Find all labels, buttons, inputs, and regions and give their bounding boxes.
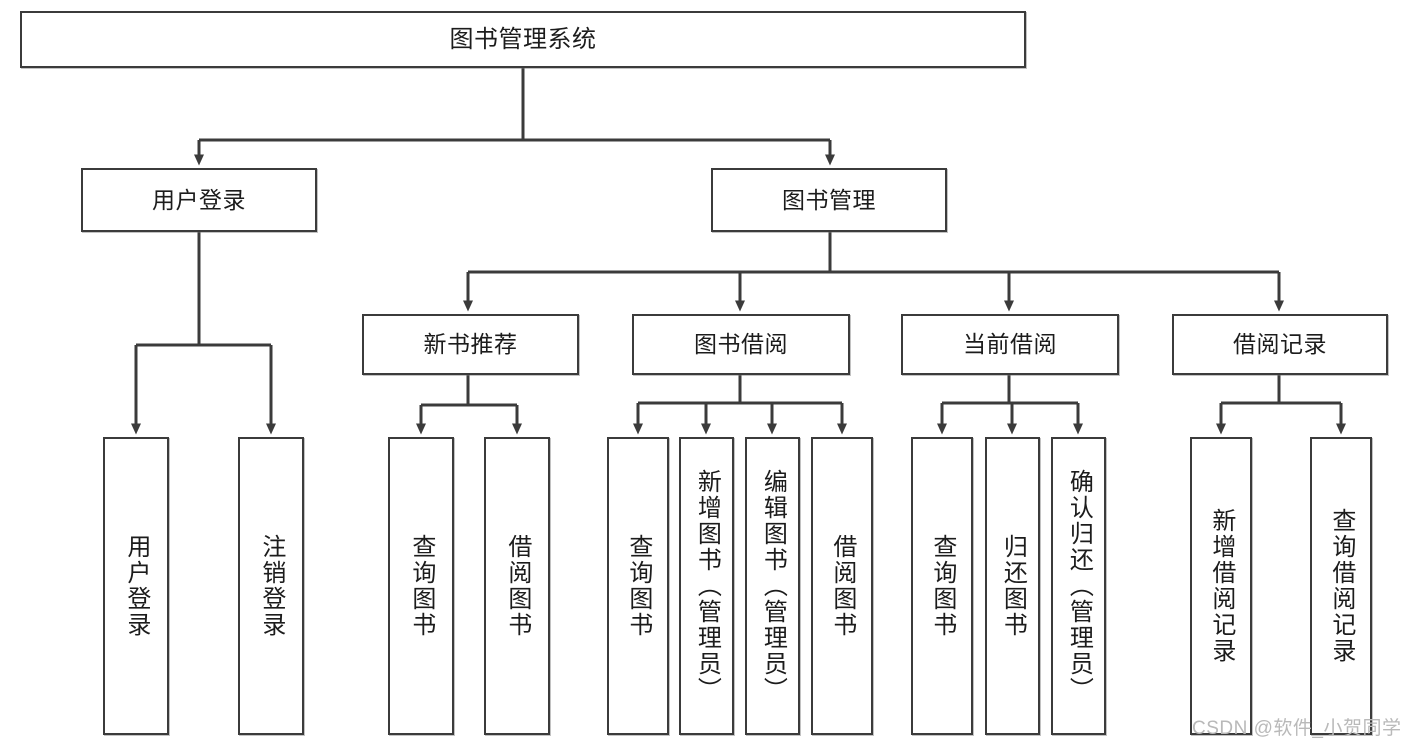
node-current-borrow[interactable]: 当前借阅 [901,314,1119,375]
node-leaf-query-borrow-record[interactable]: 查询借阅记录 [1310,437,1372,735]
node-leaf-add-borrow-record[interactable]: 新增借阅记录 [1190,437,1252,735]
node-new-book-recommend-label: 新书推荐 [423,331,518,358]
node-leaf-query-book-3[interactable]: 查询图书 [911,437,973,735]
node-leaf-edit-book-label: 编辑图书（管理员） [759,469,787,703]
node-leaf-user-login-label: 用户登录 [122,534,150,638]
node-leaf-confirm-return[interactable]: 确认归还（管理员） [1051,437,1106,735]
node-leaf-query-borrow-record-label: 查询借阅记录 [1327,508,1355,664]
node-book-borrow[interactable]: 图书借阅 [632,314,850,375]
node-leaf-query-book-2-label: 查询图书 [624,534,652,638]
node-user-login-label: 用户登录 [152,186,246,213]
node-leaf-confirm-return-label: 确认归还（管理员） [1065,469,1093,703]
node-book-manage[interactable]: 图书管理 [711,168,947,232]
node-leaf-return-book[interactable]: 归还图书 [985,437,1040,735]
node-borrow-record[interactable]: 借阅记录 [1172,314,1388,375]
node-leaf-logout[interactable]: 注销登录 [238,437,304,735]
node-leaf-logout-label: 注销登录 [257,534,285,638]
node-leaf-user-login[interactable]: 用户登录 [103,437,169,735]
node-leaf-return-book-label: 归还图书 [999,534,1027,638]
node-leaf-query-book-1[interactable]: 查询图书 [388,437,454,735]
node-borrow-record-label: 借阅记录 [1233,331,1327,358]
node-current-borrow-label: 当前借阅 [963,331,1057,358]
node-leaf-query-book-2[interactable]: 查询图书 [607,437,669,735]
node-leaf-edit-book[interactable]: 编辑图书（管理员） [745,437,800,735]
node-leaf-borrow-book-2-label: 借阅图书 [828,534,856,638]
node-book-borrow-label: 图书借阅 [694,331,788,358]
node-user-login[interactable]: 用户登录 [81,168,317,232]
node-root-label: 图书管理系统 [449,25,597,53]
node-leaf-add-borrow-record-label: 新增借阅记录 [1207,508,1235,664]
watermark: CSDN @软件_小贺同学 [1192,718,1402,739]
node-root[interactable]: 图书管理系统 [20,11,1026,68]
node-leaf-add-book[interactable]: 新增图书（管理员） [679,437,734,735]
node-leaf-borrow-book-2[interactable]: 借阅图书 [811,437,873,735]
node-leaf-add-book-label: 新增图书（管理员） [693,469,721,703]
node-leaf-query-book-1-label: 查询图书 [407,534,435,638]
node-leaf-borrow-book-1[interactable]: 借阅图书 [484,437,550,735]
node-new-book-recommend[interactable]: 新书推荐 [362,314,579,375]
node-leaf-borrow-book-1-label: 借阅图书 [503,534,531,638]
node-book-manage-label: 图书管理 [782,186,876,213]
node-leaf-query-book-3-label: 查询图书 [928,534,956,638]
